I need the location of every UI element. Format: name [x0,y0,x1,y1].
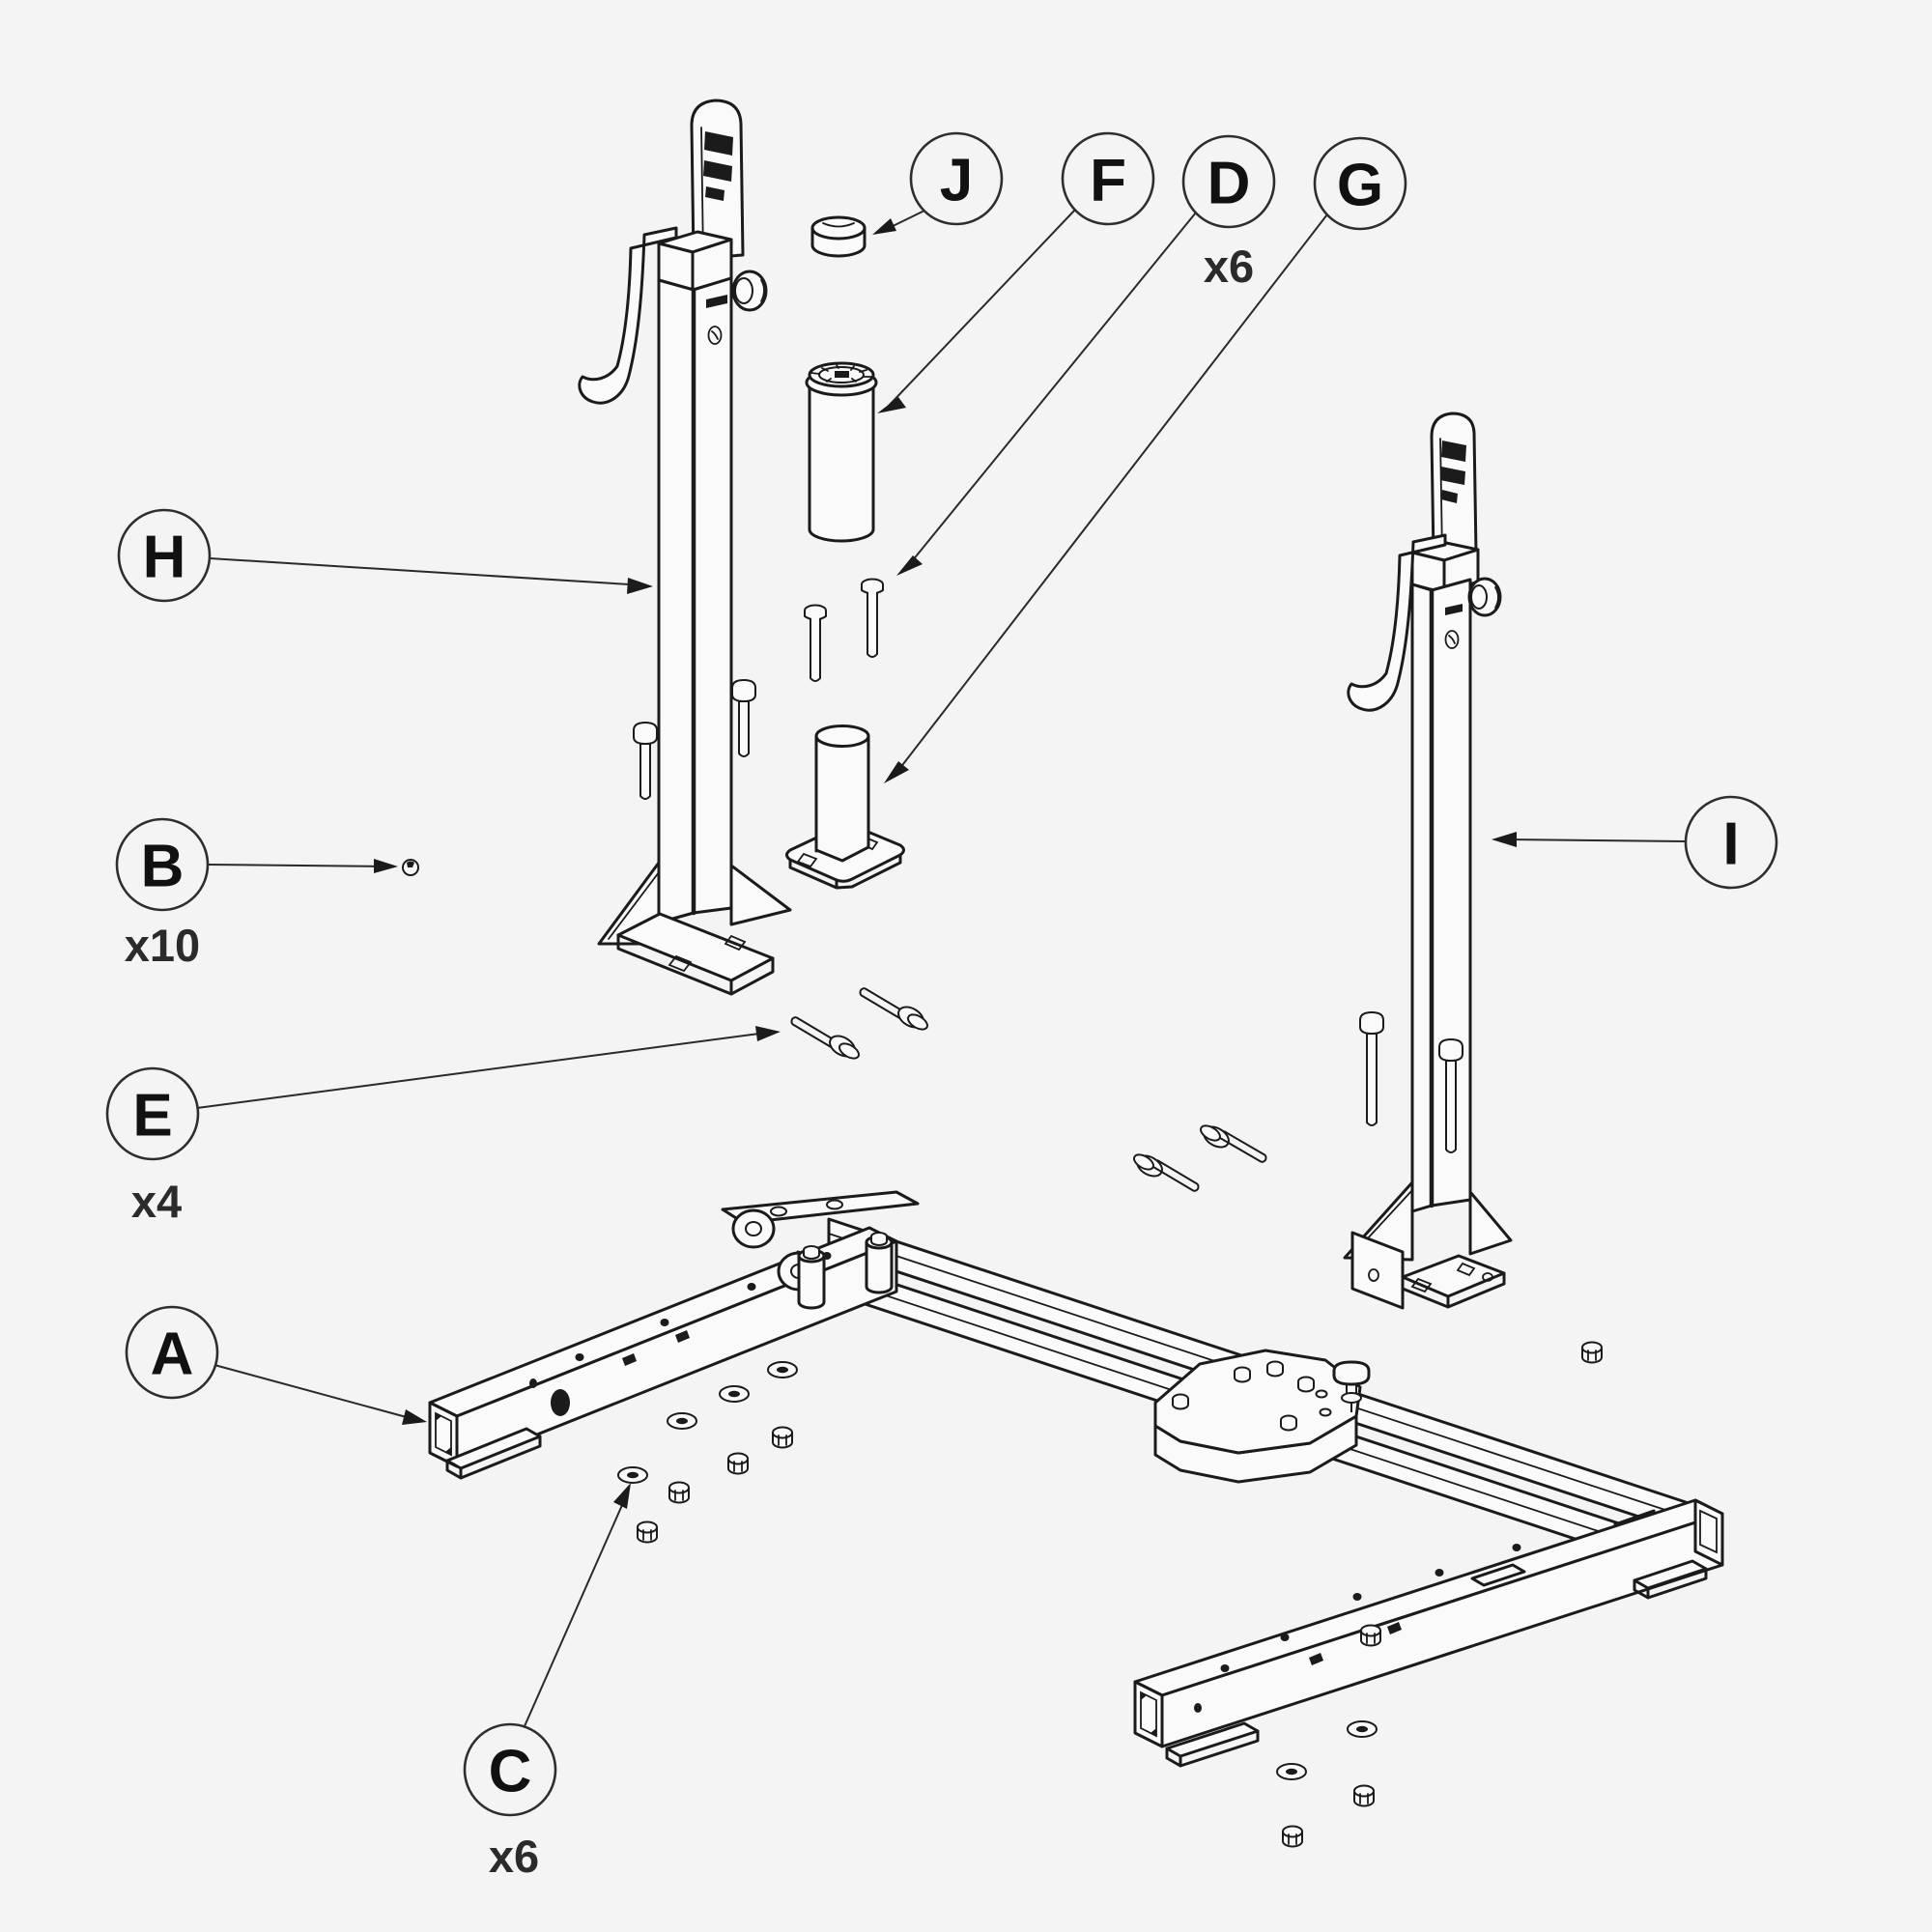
part-base-frame [428,1190,1724,1768]
callout-qty: x6 [489,1831,539,1882]
part-upright-right [1343,412,1513,1310]
part-bolt-long-e [790,1016,860,1060]
adjust-knob [731,270,768,312]
part-sleeve-lower [785,724,905,890]
j-hook [578,226,678,405]
callout-d: D x6 [1181,134,1276,292]
callout-h: H [117,508,212,603]
callout-a: A [125,1305,219,1400]
callout-j: J [909,131,1004,226]
callout-qty: x4 [131,1176,182,1227]
part-bolt-long-e [1133,1153,1200,1192]
callout-g: G [1313,136,1407,231]
callout-f: F [1061,131,1155,226]
adjust-knob [1467,577,1502,617]
part-nut [637,1341,1603,1848]
long-bolt [633,722,658,800]
part-sleeve-upper [805,361,878,543]
callout-letter: B [141,833,185,899]
callout-e: E x4 [105,1066,200,1227]
part-upright-left [578,99,792,996]
plate-bolt [1172,1360,1332,1432]
slide-plate [1153,1349,1371,1484]
callout-letter: D [1208,150,1251,216]
corner-bushing [797,1232,894,1310]
callout-letter: G [1337,152,1383,218]
brand-label [704,131,733,156]
callout-letter: F [1090,147,1126,213]
callout-letter: H [143,524,186,590]
j-hook [1347,533,1447,712]
long-bolt [1359,1011,1384,1126]
part-washer-c [617,1361,1378,1780]
callout-letter: C [489,1738,532,1804]
leader-lines [196,209,1687,1727]
callout-qty: x6 [1204,241,1254,292]
upright-foot [1343,1180,1513,1310]
part-bolt-short [804,604,827,682]
brand-label [1441,440,1466,462]
upright-foot [597,861,792,996]
callouts: J F D x6 G H B x10 E x4 [105,131,1778,1882]
callout-letter: E [132,1082,172,1149]
callout-qty: x10 [125,920,200,971]
part-end-cap [810,215,867,258]
part-bolt-long-e [859,987,928,1031]
callout-c: C x6 [463,1722,557,1882]
long-bolt [1438,1038,1463,1153]
part-bolt-long-e [1200,1124,1267,1163]
callout-b: B x10 [115,817,210,971]
long-bolt [731,679,756,757]
callout-letter: J [940,147,973,213]
part-nut-b [402,859,419,876]
part-bolt-short [861,578,884,658]
callout-letter: A [151,1321,194,1387]
pop-pin-knob [1332,1360,1371,1412]
callout-letter: I [1722,810,1739,877]
callout-i: I [1684,795,1778,890]
